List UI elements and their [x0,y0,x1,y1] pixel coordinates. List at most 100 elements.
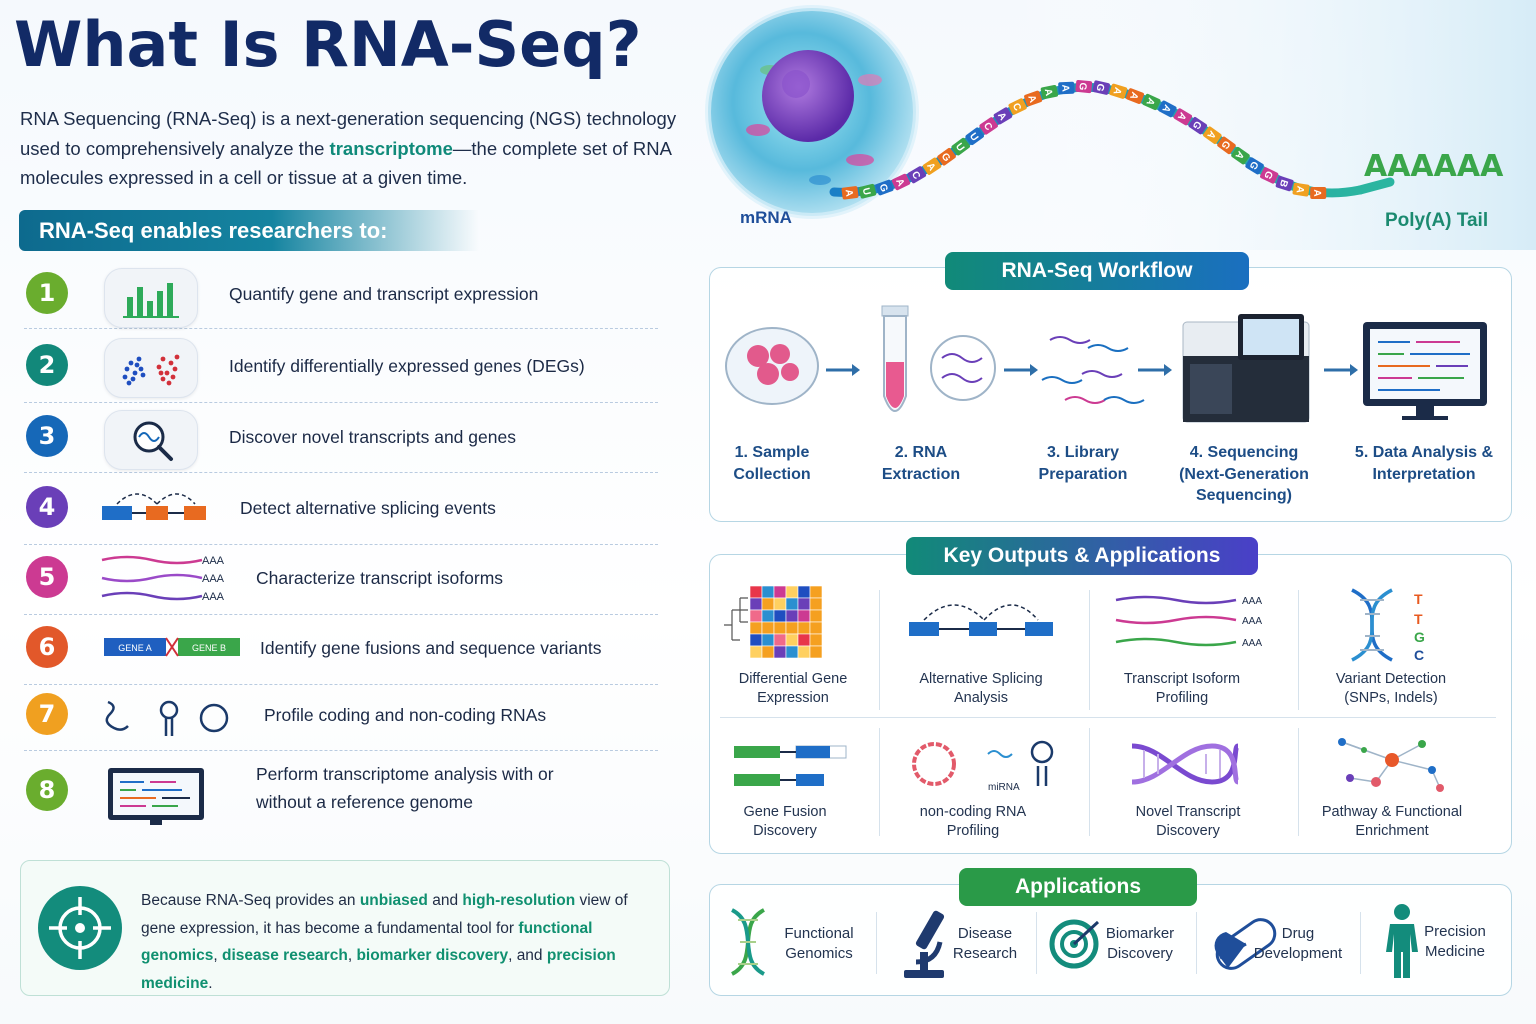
monitor-icon [108,768,204,825]
mrna-base: C [979,117,998,135]
polya-sequence: AAAAAA [1364,149,1504,184]
note-highlight-high-resolution: high-resolution [462,892,576,909]
enables-item-number: 1 [26,272,68,314]
svg-text:G: G [1093,82,1105,92]
applications-title: Applications [959,868,1197,906]
note-text-1: Because RNA-Seq provides an [141,892,360,909]
svg-text:G: G [1076,82,1088,91]
variant-base-4: C [1414,647,1424,663]
svg-text:A: A [1175,110,1188,122]
svg-text:A: A [1025,94,1038,104]
isoform-profiling-icon: AAA AAA AAA [1115,595,1262,649]
enables-item-number: 8 [26,769,68,811]
mrna-base: U [965,127,984,146]
application-label-4: Drug Development [1253,925,1343,962]
note-text-7: . [208,974,213,992]
aaa-output-3: AAA [1242,638,1262,649]
output-label-7: Novel Transcript Discovery [1135,804,1241,839]
intro-paragraph: RNA Sequencing (RNA-Seq) is a next-gener… [20,104,690,193]
mrna-base: G [1260,167,1279,184]
svg-text:A: A [1110,86,1123,96]
enables-item-text: Quantify gene and transcript expression [229,284,539,304]
applications-icons [730,904,1418,978]
svg-text:A: A [1059,84,1070,92]
bar-chart-icon [104,268,198,328]
dna-variant-icon: T T G C [1351,588,1425,663]
mrna-base: A [993,107,1013,125]
mrna-base: U [858,183,877,199]
svg-text:A: A [1311,189,1322,196]
mrna-base: A [1310,186,1327,199]
output-label-6: non-coding RNA Profiling [919,804,1027,839]
enables-item-text: Profile coding and non-coding RNAs [264,705,547,725]
summary-text: Because RNA-Seq provides an unbiased and… [141,887,666,997]
svg-text:A: A [1042,88,1054,97]
mrna-base: C [907,166,927,184]
enables-item-number: 7 [26,693,68,735]
enables-item-number: 4 [26,486,68,528]
intro-text-2: —the complete set of RNA molecules expre… [20,137,671,189]
output-label-3: Transcript Isoform Profiling [1123,671,1241,706]
mrna-base: G [1245,157,1264,175]
svg-text:G: G [1261,169,1274,181]
workflow-title: RNA-Seq Workflow [945,252,1249,290]
enables-item: 4 Detect alternative splicing events [24,474,658,545]
mrna-base: A [1058,81,1075,95]
mrna-base: A [1142,93,1161,111]
rna-types-icon [105,700,229,736]
target-icon [38,886,122,970]
outputs-row1-icons: AAA AAA AAA T T G C [724,585,1425,663]
application-label-3: Biomarker Discovery [1105,925,1175,962]
aaa-label-3: AAA [202,591,225,603]
workflow-step-5: 5. Data Analysis & Interpretation [1354,444,1494,483]
output-label-8: Pathway & Functional Enrichment [1321,804,1463,839]
svg-text:A: A [1127,90,1140,101]
scatter-deg-icon [104,338,198,398]
mrna-base: A [1125,88,1144,104]
gene-b-label: GENE B [192,643,226,653]
mrna-base: A [922,157,942,175]
svg-text:A: A [995,111,1008,123]
sequencer-icon [1182,314,1310,423]
mrna-base: A [841,186,859,200]
enables-item: 1 Quantify gene and transcript expression [24,262,658,329]
workflow-step-3: 3. Library Preparation [1038,444,1128,483]
output-label-4: Variant Detection (SNPs, Indels) [1335,671,1447,706]
microscope-icon [904,910,945,978]
enables-item: 7 Profile coding and non-coding RNAs [24,682,658,751]
splicing-icon [102,493,206,520]
variant-base-2: T [1414,611,1423,627]
mrna-base: G [1217,136,1236,155]
outputs-divider [720,717,1496,718]
enables-item-text: Identify gene fusions and sequence varia… [260,638,602,658]
outputs-panel [709,554,1512,854]
gene-a-label: GENE A [118,643,152,653]
heatmap-icon [724,585,823,659]
enables-item-text: Detect alternative splicing events [240,498,496,518]
application-label-1: Functional Genomics [784,925,854,962]
note-highlight-functional-genomics: functional genomics [141,919,593,965]
splicing-analysis-icon [909,604,1053,636]
output-label-5: Gene Fusion Discovery [743,804,827,839]
aaa-output-1: AAA [1242,596,1262,607]
note-highlight-biomarker-discovery: biomarker discovery [356,947,509,964]
application-label-2: Disease Research [952,925,1018,962]
mrna-base: U [951,137,970,156]
polya-label: Poly(A) Tail [1385,210,1488,231]
output-label-1: Differential Gene Expression [738,671,848,706]
aaa-output-2: AAA [1242,616,1262,627]
mrna-base: A [1109,83,1128,99]
mrna-base: B [1275,175,1294,192]
mrna-label: mRNA [740,208,792,227]
workflow-step-2: 2. RNA Extraction [881,444,961,483]
svg-text:G: G [877,183,890,194]
enables-heading: RNA-Seq enables researchers to: [19,210,479,251]
svg-text:A: A [1159,102,1172,114]
biomarker-target-icon [1049,919,1100,969]
note-highlight-disease-research: disease research [221,947,348,964]
svg-text:A: A [1143,96,1156,107]
mrna-base: A [1203,126,1222,144]
